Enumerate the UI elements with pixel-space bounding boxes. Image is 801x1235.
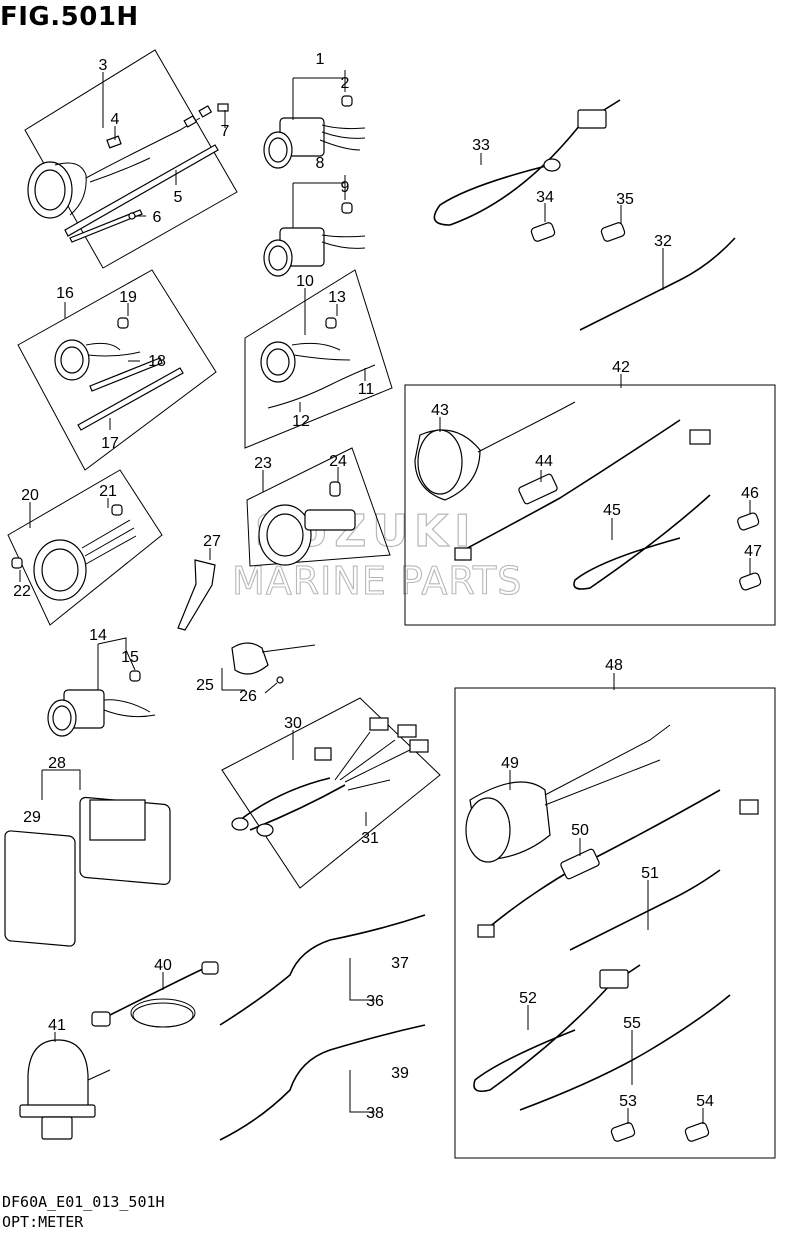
callout-40: 40 [154, 957, 172, 974]
callout-41: 41 [48, 1017, 66, 1034]
part-cable-40 [91, 961, 219, 1028]
callout-24: 24 [329, 453, 347, 470]
callout-54: 54 [696, 1093, 714, 1110]
callout-25: 25 [196, 677, 214, 694]
callout-32: 32 [654, 233, 672, 250]
callout-31: 31 [361, 830, 379, 847]
callout-47: 47 [744, 543, 762, 560]
callout-38: 38 [366, 1105, 384, 1122]
callout-35: 35 [616, 191, 634, 208]
leader-lines [19, 70, 751, 1124]
callout-37: 37 [391, 955, 409, 972]
part-gauge-20 [11, 504, 137, 601]
part-gauge-23 [258, 481, 356, 566]
part-gauge-49 [465, 724, 671, 863]
callout-10: 10 [296, 273, 314, 290]
callout-48: 48 [605, 657, 623, 674]
part-54 [684, 1122, 710, 1142]
callout-46: 46 [741, 485, 759, 502]
callout-7: 7 [221, 123, 230, 140]
callout-49: 49 [501, 755, 519, 772]
part-41 [19, 1039, 111, 1140]
callout-5: 5 [174, 189, 183, 206]
callout-8: 8 [316, 155, 325, 172]
callout-52: 52 [519, 990, 537, 1007]
callout-22: 22 [13, 583, 31, 600]
part-cable-33 [433, 99, 621, 226]
callout-42: 42 [612, 359, 630, 376]
watermark-line-2: MARINE PARTS [232, 559, 522, 603]
part-gauge-43 [414, 401, 576, 501]
group-frames [7, 49, 776, 1159]
callout-44: 44 [535, 453, 553, 470]
part-gauge-10 [260, 317, 376, 409]
callout-16: 16 [56, 285, 74, 302]
callout-45: 45 [603, 502, 621, 519]
figure-title: FIG.501H [0, 2, 139, 32]
part-38 [530, 222, 556, 242]
part-cable-32 [579, 237, 736, 331]
callout-18: 18 [148, 353, 166, 370]
callout-9: 9 [341, 179, 350, 196]
callout-6: 6 [153, 209, 162, 226]
part-52-box [599, 969, 629, 989]
part-39 [600, 222, 626, 242]
callout-33: 33 [472, 137, 490, 154]
part-cable-51 [569, 869, 721, 951]
callout-29: 29 [23, 809, 41, 826]
callout-39: 39 [391, 1065, 409, 1082]
callout-1: 1 [316, 51, 325, 68]
part-gauge-8 [263, 202, 366, 277]
callout-20: 20 [21, 487, 39, 504]
callout-28: 28 [48, 755, 66, 772]
part-gauge-1 [263, 95, 366, 169]
part-53 [610, 1122, 636, 1142]
part-44 [454, 419, 711, 561]
callout-27: 27 [203, 533, 221, 550]
callout-30: 30 [284, 715, 302, 732]
part-cable-45 [573, 494, 711, 590]
part-cable-52 [473, 964, 641, 1093]
part-cable-36 [219, 1024, 426, 1141]
callout-55: 55 [623, 1015, 641, 1032]
part-gauge-14 [47, 670, 156, 737]
callout-43: 43 [431, 402, 449, 419]
part-27 [177, 559, 216, 631]
callout-19: 19 [119, 289, 137, 306]
figure-section: OPT:METER [2, 1213, 84, 1231]
callout-14: 14 [89, 627, 107, 644]
callout-3: 3 [99, 57, 108, 74]
part-display-28-29 [4, 796, 171, 947]
callout-23: 23 [254, 455, 272, 472]
callout-26: 26 [239, 688, 257, 705]
callout-36: 36 [366, 993, 384, 1010]
part-cable-55 [519, 994, 731, 1111]
parts [4, 95, 762, 1142]
part-harness-30 [231, 717, 429, 837]
part-46 [737, 512, 760, 531]
callout-4: 4 [111, 111, 120, 128]
callout-2: 2 [341, 75, 350, 92]
callout-17: 17 [101, 435, 119, 452]
callout-21: 21 [99, 483, 117, 500]
callout-53: 53 [619, 1093, 637, 1110]
callout-50: 50 [571, 822, 589, 839]
part-gauge-16 [54, 317, 184, 431]
part-47 [739, 572, 762, 591]
callout-51: 51 [641, 865, 659, 882]
part-25-26 [231, 642, 316, 684]
part-cable-34 [219, 914, 426, 1026]
callout-34: 34 [536, 189, 554, 206]
figure-code: DF60A_E01_013_501H [2, 1193, 165, 1211]
callout-11: 11 [358, 381, 375, 398]
callout-13: 13 [328, 289, 346, 306]
callout-15: 15 [121, 649, 139, 666]
callout-12: 12 [292, 413, 310, 430]
part-gauge-3 [27, 103, 229, 243]
part-50 [477, 789, 759, 938]
